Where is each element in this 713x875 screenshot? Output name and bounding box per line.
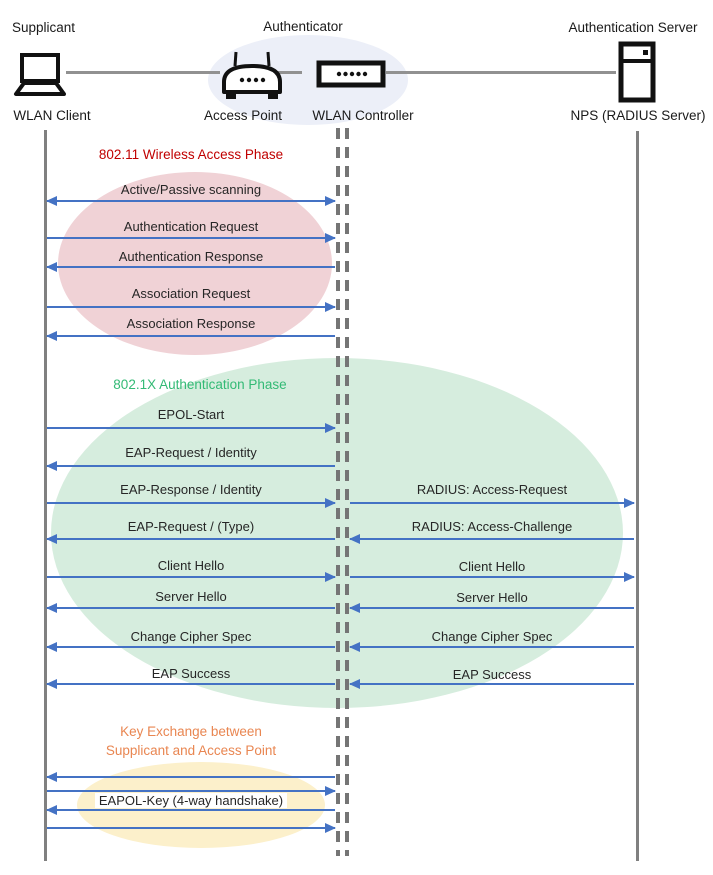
laptop-icon [14, 53, 66, 96]
arrow-eap-request-type [46, 534, 335, 544]
message-label: EPOL-Start [157, 407, 225, 422]
arrow-server-hello-right [349, 603, 634, 613]
arrow-eapol-key-msg1 [46, 772, 335, 782]
arrow-eap-success-right [349, 679, 634, 689]
phase-title-8021x: 802.1X Authentication Phase [113, 377, 287, 392]
arrow-eap-success-left [46, 679, 335, 689]
phase-title-80211: 802.11 Wireless Access Phase [98, 147, 284, 162]
message-label: Server Hello [456, 590, 528, 605]
server-icon [618, 41, 656, 103]
role-supplicant: Supplicant [12, 20, 76, 35]
message-label: Client Hello [157, 558, 225, 573]
arrow-authentication-request [47, 233, 336, 243]
message-label: EAP Success [151, 666, 231, 681]
phase-title-key-exchange-line1: Key Exchange between [120, 724, 262, 739]
message-label: Association Request [131, 286, 251, 301]
connector-client-ap [66, 71, 220, 74]
access-point-icon [222, 51, 282, 99]
arrow-client-hello-right [350, 572, 635, 582]
arrow-association-response [46, 331, 335, 341]
lifeline-wlan-client [44, 130, 47, 861]
arrow-authentication-response [46, 262, 335, 272]
role-authenticator: Authenticator [263, 19, 343, 34]
arrow-client-hello-left [47, 572, 336, 582]
lifeline-radius-server [636, 131, 639, 861]
message-label: EAP-Request / Identity [125, 445, 257, 460]
arrow-association-request [47, 302, 336, 312]
message-label: EAPOL-Key (4-way handshake) [47, 793, 335, 809]
message-label: Active/Passive scanning [120, 182, 262, 197]
message-label: Authentication Response [118, 249, 264, 264]
arrow-epol-start [47, 423, 336, 433]
message-label: Association Response [126, 316, 256, 331]
wlan-controller-icon [316, 60, 386, 88]
phase-title-key-exchange-line2: Supplicant and Access Point [105, 743, 277, 758]
label-wlan-controller: WLAN Controller [312, 108, 414, 123]
message-label: Change Cipher Spec [431, 629, 553, 644]
arrow-eapol-key-msg3 [46, 805, 335, 815]
lifeline-authenticator-dash-2 [345, 128, 349, 856]
arrow-server-hello-left [46, 603, 335, 613]
arrow-change-cipher-spec-left [46, 642, 335, 652]
message-label: Server Hello [155, 589, 227, 604]
arrow-eapol-key-msg2 [47, 786, 336, 796]
arrow-eapol-key-msg4 [47, 823, 336, 833]
arrow-eap-response-identity [47, 498, 336, 508]
connector-ap-controller [274, 71, 302, 74]
phase-title-key-exchange: Key Exchange between Supplicant and Acce… [47, 722, 335, 760]
wireless-phase-ellipse [58, 172, 332, 355]
message-label: EAP Success [452, 667, 532, 682]
eapol-key-label-text: EAPOL-Key (4-way handshake) [94, 793, 288, 808]
label-nps-radius-server: NPS (RADIUS Server) [570, 108, 706, 123]
arrow-active-passive-scanning [46, 196, 336, 206]
lifeline-authenticator-dash-1 [336, 128, 340, 856]
label-wlan-client: WLAN Client [13, 108, 91, 123]
connector-controller-server [386, 71, 616, 74]
message-label: EAP-Response / Identity [120, 482, 262, 497]
message-label: Client Hello [458, 559, 526, 574]
arrow-radius-access-challenge [349, 534, 634, 544]
arrow-radius-access-request [350, 498, 635, 508]
message-label: Change Cipher Spec [130, 629, 252, 644]
label-access-point: Access Point [203, 108, 283, 123]
role-authentication-server: Authentication Server [568, 20, 698, 35]
message-label: EAP-Request / (Type) [127, 519, 255, 534]
message-label: RADIUS: Access-Request [416, 482, 568, 497]
message-label: Authentication Request [123, 219, 259, 234]
arrow-eap-request-identity [46, 461, 335, 471]
arrow-change-cipher-spec-right [349, 642, 634, 652]
message-label: RADIUS: Access-Challenge [411, 519, 573, 534]
